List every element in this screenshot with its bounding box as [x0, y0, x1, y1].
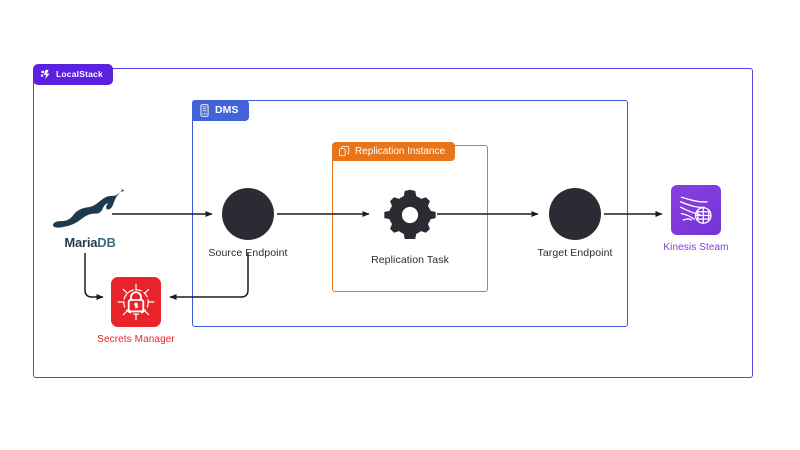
node-kinesis-stream[interactable]: Kinesis Steam: [650, 185, 742, 253]
mariadb-seal-logo: [51, 187, 129, 234]
node-label-kinesis-stream: Kinesis Steam: [663, 242, 729, 253]
localstack-badge: LocalStack: [33, 64, 113, 85]
mariadb-label-secondary: DB: [97, 235, 116, 250]
localstack-icon: [40, 69, 51, 80]
database-icon: [199, 104, 210, 117]
filled-circle-icon: [222, 188, 274, 240]
node-label-replication-task: Replication Task: [371, 254, 449, 266]
copy-layers-icon: [339, 146, 350, 157]
dms-badge-label: DMS: [215, 104, 239, 117]
node-label-secrets-manager: Secrets Manager: [97, 334, 175, 345]
kinesis-stream-icon: [671, 185, 721, 235]
localstack-container: [33, 68, 753, 378]
dms-badge: DMS: [192, 100, 250, 121]
padlock-crosshair-icon: [111, 277, 161, 327]
node-label-mariadb: MariaDB: [64, 235, 116, 250]
node-secrets-manager[interactable]: Secrets Manager: [86, 277, 186, 345]
node-replication-task[interactable]: Replication Task: [355, 188, 465, 266]
node-label-target-endpoint: Target Endpoint: [537, 247, 613, 259]
node-mariadb[interactable]: MariaDB: [44, 187, 136, 250]
localstack-badge-label: LocalStack: [56, 69, 103, 80]
gear-icon: [383, 188, 437, 247]
node-target-endpoint[interactable]: Target Endpoint: [520, 188, 630, 259]
node-label-source-endpoint: Source Endpoint: [208, 247, 288, 259]
replication-instance-badge-label: Replication Instance: [355, 145, 446, 157]
filled-circle-icon: [549, 188, 601, 240]
replication-instance-badge: Replication Instance: [332, 142, 456, 161]
node-source-endpoint[interactable]: Source Endpoint: [193, 188, 303, 259]
mariadb-label-primary: Maria: [64, 235, 98, 250]
